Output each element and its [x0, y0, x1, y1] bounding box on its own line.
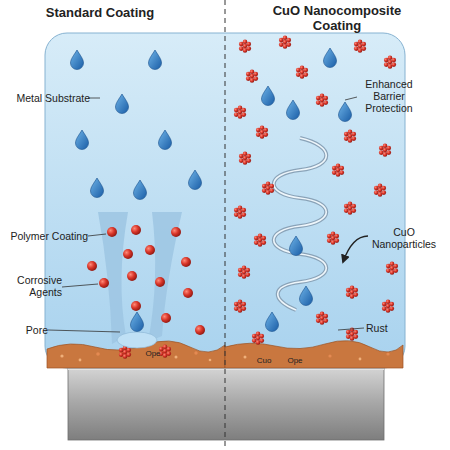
water-droplet — [134, 180, 147, 200]
metal-block — [68, 364, 384, 440]
callout-arrow — [343, 236, 368, 262]
corrosion-cluster — [159, 345, 171, 358]
water-droplet — [71, 50, 84, 70]
inline-label: Cuo — [250, 356, 278, 365]
water-droplet — [159, 130, 172, 150]
water-droplet — [262, 86, 275, 106]
water-droplet — [290, 236, 303, 256]
column-heading: CuO Nanocomposite Coating — [262, 4, 412, 34]
pore-cavity — [117, 332, 157, 348]
diffusion-path-core — [274, 138, 327, 310]
water-droplet — [149, 50, 162, 70]
column-heading: Standard Coating — [35, 6, 165, 21]
part-label: Rust — [366, 322, 406, 334]
pore-wall — [98, 212, 128, 344]
water-droplet — [91, 178, 104, 198]
part-label: Corrosive Agents — [6, 274, 62, 298]
water-droplet — [287, 100, 300, 120]
water-droplet — [324, 48, 337, 68]
inline-label: Ope — [138, 349, 168, 358]
rust-layer — [225, 341, 403, 368]
corrosive-agents — [87, 225, 205, 335]
inline-label: Ope — [281, 356, 309, 365]
water-droplet — [131, 312, 144, 332]
water-droplet — [76, 130, 89, 150]
part-label: Metal Substrate — [4, 92, 90, 104]
water-droplet — [266, 312, 279, 332]
part-label: Pore — [8, 324, 48, 336]
water-droplet — [189, 170, 202, 190]
part-label: CuO Nanoparticles — [362, 226, 446, 250]
water-droplet — [300, 286, 313, 306]
divider-line — [225, 0, 226, 450]
diffusion-path — [274, 138, 327, 310]
water-droplet — [339, 102, 352, 122]
pore-wall — [148, 212, 182, 342]
part-label: Polymer Coating — [2, 230, 88, 242]
water-droplet — [116, 94, 129, 114]
part-label: Enhanced Barrier Protection — [357, 78, 421, 114]
leader-lines — [48, 97, 364, 332]
